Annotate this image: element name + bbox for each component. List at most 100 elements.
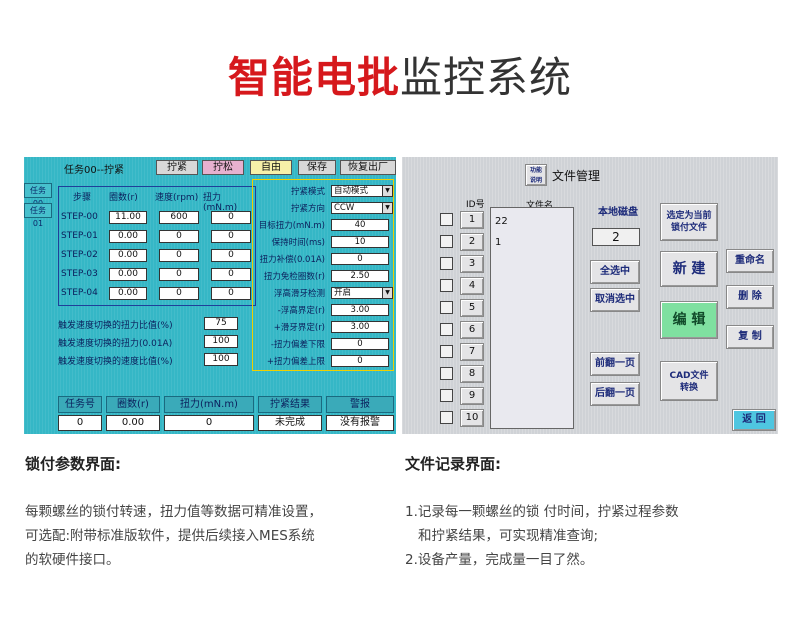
tab-save[interactable]: 保存 xyxy=(298,160,336,175)
tab-loosen[interactable]: 拧松 xyxy=(202,160,244,175)
row-checkbox[interactable] xyxy=(440,257,453,270)
param-label: 拧紧模式 xyxy=(290,187,325,197)
step-torque-input[interactable]: 0 xyxy=(211,268,251,281)
param-label: 扭力补偿(0.01A) xyxy=(259,255,325,265)
row-checkbox[interactable] xyxy=(440,279,453,292)
copy-button[interactable]: 复 制 xyxy=(726,325,774,349)
hold-time-input[interactable]: 10 xyxy=(331,236,389,248)
status-header: 圈数(r) xyxy=(106,396,160,413)
threshold-input[interactable]: 100 xyxy=(204,353,238,366)
top-bar: 任务00--拧紧 拧紧 拧松 自由 保存 恢复出厂 xyxy=(60,159,396,176)
target-torque-input[interactable]: 40 xyxy=(331,219,389,231)
step-label: STEP-03 xyxy=(61,269,98,279)
id-button[interactable]: 8 xyxy=(460,365,484,383)
local-disk-label: 本地磁盘 xyxy=(598,207,638,218)
page-title: 智能电批监控系统 xyxy=(0,44,800,105)
torque-comp-input[interactable]: 0 xyxy=(331,253,389,265)
step-speed-input[interactable]: 600 xyxy=(159,211,199,224)
file-manager-screen: 功能说明 文件管理 ID号 文件名 1 2 3 4 5 6 7 8 9 10 2… xyxy=(402,157,778,434)
float-limit-input[interactable]: 3.00 xyxy=(331,304,389,316)
mode-select[interactable]: 自动模式▼ xyxy=(331,185,393,197)
step-torque-input[interactable]: 0 xyxy=(211,249,251,262)
step-label: STEP-02 xyxy=(61,250,98,260)
step-speed-input[interactable]: 0 xyxy=(159,249,199,262)
title-part2: 监控系统 xyxy=(400,53,573,102)
id-button[interactable]: 7 xyxy=(460,343,484,361)
float-detect-select[interactable]: 开启▼ xyxy=(331,287,393,299)
id-button[interactable]: 3 xyxy=(460,255,484,273)
step-header: 步骤 xyxy=(73,193,92,203)
file-list[interactable]: 22 1 xyxy=(490,207,574,429)
row-checkbox[interactable] xyxy=(440,389,453,402)
direction-select[interactable]: CCW▼ xyxy=(331,202,393,214)
tab-free[interactable]: 自由 xyxy=(250,160,292,175)
status-result: 未完成 xyxy=(258,415,322,431)
param-label: 扭力免检圈数(r) xyxy=(263,272,325,282)
side-task-00[interactable]: 任务00 xyxy=(24,183,52,208)
next-page-button[interactable]: 后翻一页 xyxy=(590,382,640,406)
torque-low-input[interactable]: 0 xyxy=(331,338,389,350)
id-button[interactable]: 2 xyxy=(460,233,484,251)
back-button[interactable]: 返 回 xyxy=(732,409,776,431)
left-section-heading: 锁付参数界面: xyxy=(25,455,121,473)
status-header: 扭力(mN.m) xyxy=(164,396,254,413)
row-checkbox[interactable] xyxy=(440,301,453,314)
speed-header: 速度(rpm) xyxy=(155,193,199,203)
select-current-file-button[interactable]: 选定为当前锁付文件 xyxy=(660,203,718,241)
row-checkbox[interactable] xyxy=(440,323,453,336)
id-button[interactable]: 6 xyxy=(460,321,484,339)
step-speed-input[interactable]: 0 xyxy=(159,287,199,300)
step-torque-input[interactable]: 0 xyxy=(211,211,251,224)
step-turns-input[interactable]: 0.00 xyxy=(109,268,147,281)
row-checkbox[interactable] xyxy=(440,213,453,226)
filename-header: 文件名 xyxy=(526,201,554,211)
torque-parameter-screen: 任务00--拧紧 拧紧 拧松 自由 保存 恢复出厂 任务00 任务01 步骤 圈… xyxy=(24,157,396,434)
step-speed-input[interactable]: 0 xyxy=(159,230,199,243)
side-task-01[interactable]: 任务01 xyxy=(24,203,52,228)
tab-factory-reset[interactable]: 恢复出厂 xyxy=(340,160,396,175)
id-button[interactable]: 10 xyxy=(460,409,484,427)
edit-button[interactable]: 编 辑 xyxy=(660,301,718,339)
status-bar: 任务号 圈数(r) 扭力(mN.m) 拧紧结果 警报 0 0.00 0 未完成 … xyxy=(58,396,396,434)
param-label: 目标扭力(mN.m) xyxy=(258,221,325,231)
step-turns-input[interactable]: 0.00 xyxy=(109,287,147,300)
param-label: -浮高界定(r) xyxy=(277,306,325,316)
list-item[interactable]: 22 xyxy=(495,216,508,227)
threshold-input[interactable]: 75 xyxy=(204,317,238,330)
list-item[interactable]: 1 xyxy=(495,237,502,248)
exempt-turns-input[interactable]: 2.50 xyxy=(331,270,389,282)
delete-button[interactable]: 删 除 xyxy=(726,285,774,309)
step-turns-input[interactable]: 0.00 xyxy=(109,230,147,243)
step-torque-input[interactable]: 0 xyxy=(211,230,251,243)
turns-header: 圈数(r) xyxy=(109,193,138,203)
id-button[interactable]: 4 xyxy=(460,277,484,295)
row-checkbox[interactable] xyxy=(440,235,453,248)
deselect-all-button[interactable]: 取消选中 xyxy=(590,288,640,312)
chevron-down-icon: ▼ xyxy=(382,288,392,298)
tab-tighten[interactable]: 拧紧 xyxy=(156,160,198,175)
status-task-no: 0 xyxy=(58,415,102,431)
threshold-input[interactable]: 100 xyxy=(204,335,238,348)
step-label: STEP-00 xyxy=(61,212,98,222)
id-button[interactable]: 1 xyxy=(460,211,484,229)
step-torque-input[interactable]: 0 xyxy=(211,287,251,300)
rename-button[interactable]: 重命名 xyxy=(726,249,774,273)
slip-limit-input[interactable]: 3.00 xyxy=(331,321,389,333)
cad-convert-button[interactable]: CAD文件转换 xyxy=(660,361,718,401)
help-icon[interactable]: 功能说明 xyxy=(525,164,547,186)
id-button[interactable]: 9 xyxy=(460,387,484,405)
step-speed-input[interactable]: 0 xyxy=(159,268,199,281)
row-checkbox[interactable] xyxy=(440,411,453,424)
prev-page-button[interactable]: 前翻一页 xyxy=(590,352,640,376)
id-button[interactable]: 5 xyxy=(460,299,484,317)
param-label: +滑牙界定(r) xyxy=(273,323,325,333)
select-all-button[interactable]: 全选中 xyxy=(590,260,640,284)
step-turns-input[interactable]: 11.00 xyxy=(109,211,147,224)
step-turns-input[interactable]: 0.00 xyxy=(109,249,147,262)
row-checkbox[interactable] xyxy=(440,367,453,380)
local-disk-value: 2 xyxy=(592,228,640,246)
new-button[interactable]: 新 建 xyxy=(660,251,718,287)
row-checkbox[interactable] xyxy=(440,345,453,358)
torque-high-input[interactable]: 0 xyxy=(331,355,389,367)
step-label: STEP-04 xyxy=(61,288,98,298)
